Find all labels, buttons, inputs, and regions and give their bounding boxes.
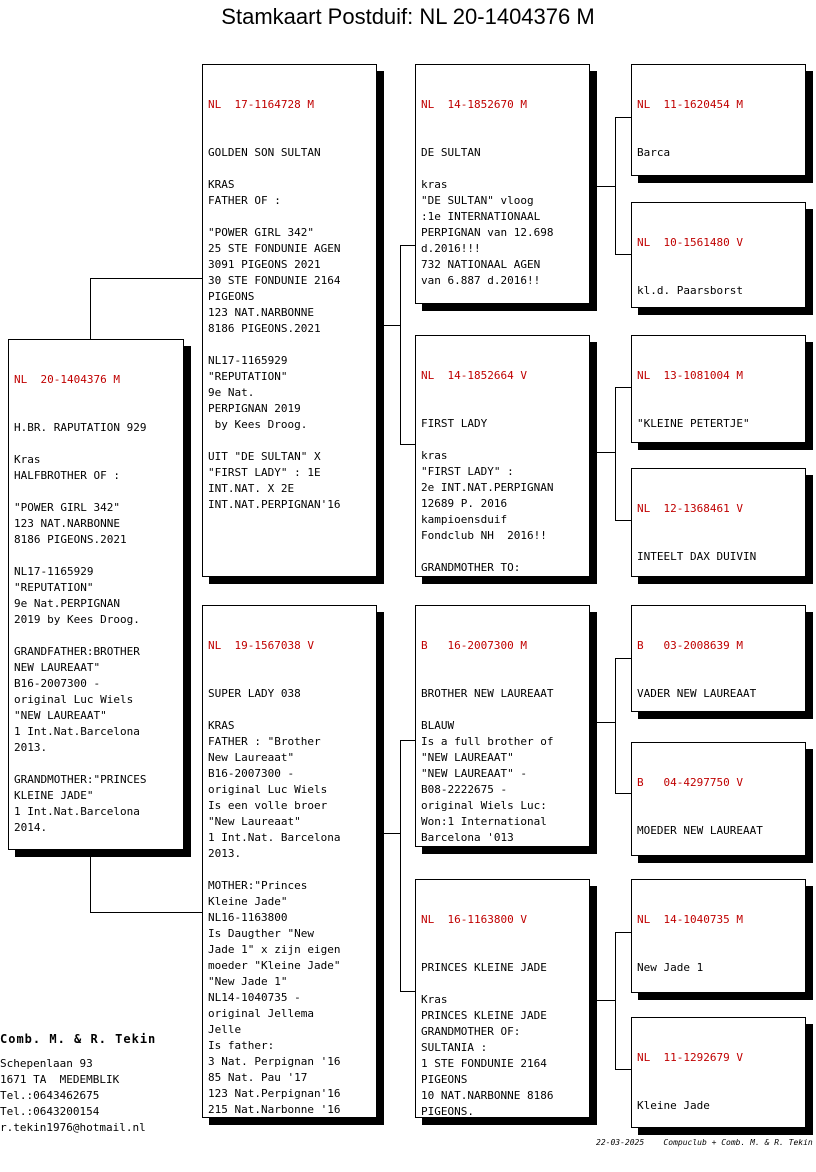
connector-line xyxy=(400,991,417,992)
ring-number: NL 14-1040735 M xyxy=(637,913,743,926)
pigeon-card-father: NL 17-1164728 M GOLDEN SON SULTAN KRAS F… xyxy=(202,64,377,577)
connector-line xyxy=(384,833,400,834)
pigeon-card-mmf: NL 14-1040735 M New Jade 1 Kraswitpen va… xyxy=(631,879,806,993)
connector-line xyxy=(384,325,400,326)
pigeon-card-fmm: NL 12-1368461 V INTEELT DAX DUIVIN KRAS … xyxy=(631,468,806,577)
owner-street: Schepenlaan 93 xyxy=(0,1057,93,1070)
connector-line xyxy=(90,850,91,912)
owner-info: Comb. M. & R. Tekin Schepenlaan 93 1671 … xyxy=(0,1031,156,1136)
connector-line xyxy=(615,793,633,794)
ring-number: NL 20-1404376 M xyxy=(14,373,120,386)
pigeon-details: VADER NEW LAUREAAT Vader NEW LAUREAAT :1… xyxy=(637,687,757,700)
pigeon-card-ffm: NL 10-1561480 V kl.d. Paarsborst donker … xyxy=(631,202,806,308)
pigeon-card-fmf: NL 13-1081004 M "KLEINE PETERTJE" KRAS F… xyxy=(631,335,806,443)
ring-number: B 04-4297750 V xyxy=(637,776,743,789)
pigeon-card-father-father: NL 14-1852670 M DE SULTAN kras "DE SULTA… xyxy=(415,64,590,304)
connector-line xyxy=(597,186,615,187)
page-title: Stamkaart Postduif: NL 20-1404376 M xyxy=(221,4,595,29)
ring-number: NL 16-1163800 V xyxy=(421,913,527,926)
pigeon-details: kl.d. Paarsborst donker Moeder "DE SULTA… xyxy=(637,284,743,297)
connector-line xyxy=(615,387,633,388)
owner-email: r.tekin1976@hotmail.nl xyxy=(0,1121,146,1134)
ring-number: NL 13-1081004 M xyxy=(637,369,743,382)
owner-name: Comb. M. & R. Tekin xyxy=(0,1032,157,1046)
ring-number: NL 14-1852670 M xyxy=(421,98,527,111)
connector-line xyxy=(615,932,633,933)
connector-line xyxy=(400,444,417,445)
connector-line xyxy=(400,245,401,445)
connector-line xyxy=(615,932,616,1070)
owner-phone-1: Tel.:0643462675 xyxy=(0,1089,100,1102)
connector-line xyxy=(597,1000,615,1001)
pigeon-card-mfm: B 04-4297750 V MOEDER NEW LAUREAAT BLAUW… xyxy=(631,742,806,856)
pigeon-details: INTEELT DAX DUIVIN KRAS MOEDER VAN: "FIR… xyxy=(637,550,757,563)
pigeon-card-mmm: NL 11-1292679 V Kleine Jade Kras 1e Int.… xyxy=(631,1017,806,1128)
pigeon-card-mother-father: B 16-2007300 M BROTHER NEW LAUREAAT BLAU… xyxy=(415,605,590,847)
ring-number: B 03-2008639 M xyxy=(637,639,743,652)
pigeon-details: H.BR. RAPUTATION 929 Kras HALFBROTHER OF… xyxy=(14,421,147,834)
pigeon-details: Barca Bont vliegt zelf: 228. nat Barc.54… xyxy=(637,146,671,159)
owner-city: 1671 TA MEDEMBLIK xyxy=(0,1073,120,1086)
connector-line xyxy=(615,658,633,659)
ring-number: NL 11-1620454 M xyxy=(637,98,743,111)
pigeon-details: GOLDEN SON SULTAN KRAS FATHER OF : "POWE… xyxy=(208,146,341,511)
ring-number: NL 10-1561480 V xyxy=(637,236,743,249)
connector-line xyxy=(615,254,633,255)
connector-line xyxy=(597,452,615,453)
pigeon-card-mother-mother: NL 16-1163800 V PRINCES KLEINE JADE Kras… xyxy=(415,879,590,1118)
pigeon-card-father-mother: NL 14-1852664 V FIRST LADY kras "FIRST L… xyxy=(415,335,590,577)
pigeon-details: "KLEINE PETERTJE" KRAS FATHER :"FIRST LA… xyxy=(637,417,750,430)
ring-number: NL 11-1292679 V xyxy=(637,1051,743,1064)
pigeon-card-mff: B 03-2008639 M VADER NEW LAUREAAT Vader … xyxy=(631,605,806,712)
pigeon-details: BROTHER NEW LAUREAAT BLAUW Is a full bro… xyxy=(421,687,554,844)
pigeon-details: SUPER LADY 038 KRAS FATHER : "Brother Ne… xyxy=(208,687,341,1116)
ring-number: B 16-2007300 M xyxy=(421,639,527,652)
pigeon-card-main: NL 20-1404376 M H.BR. RAPUTATION 929 Kra… xyxy=(8,339,184,850)
owner-phone-2: Tel.:0643200154 xyxy=(0,1105,100,1118)
connector-line xyxy=(615,658,616,794)
connector-line xyxy=(90,278,91,340)
ring-number: NL 12-1368461 V xyxy=(637,502,743,515)
pigeon-details: New Jade 1 Kraswitpen vader van: 3e Nat.… xyxy=(637,961,704,974)
print-footer: 22-03-2025 Compuclub + Comb. M. & R. Tek… xyxy=(596,1138,813,1147)
connector-line xyxy=(615,520,633,521)
pigeon-card-mother: NL 19-1567038 V SUPER LADY 038 KRAS FATH… xyxy=(202,605,377,1118)
ring-number: NL 14-1852664 V xyxy=(421,369,527,382)
connector-line xyxy=(400,740,401,992)
connector-line xyxy=(615,117,616,255)
connector-line xyxy=(90,912,204,913)
connector-line xyxy=(597,722,615,723)
pigeon-details: PRINCES KLEINE JADE Kras PRINCES KLEINE … xyxy=(421,961,554,1118)
pigeon-details: Kleine Jade Kras 1e Int. Barcelona'14 32… xyxy=(637,1099,710,1112)
ring-number: NL 17-1164728 M xyxy=(208,98,314,111)
pigeon-details: DE SULTAN kras "DE SULTAN" vloog :1e INT… xyxy=(421,146,554,287)
pigeon-card-fff: NL 11-1620454 M Barca Bont vliegt zelf: … xyxy=(631,64,806,176)
connector-line xyxy=(615,1069,633,1070)
connector-line xyxy=(90,278,204,279)
connector-line xyxy=(400,245,417,246)
connector-line xyxy=(400,740,417,741)
pigeon-details: FIRST LADY kras "FIRST LADY" : 2e INT.NA… xyxy=(421,417,554,574)
ring-number: NL 19-1567038 V xyxy=(208,639,314,652)
connector-line xyxy=(615,387,616,521)
pigeon-details: MOEDER NEW LAUREAAT BLAUWWITPEN Moeder N… xyxy=(637,824,763,837)
connector-line xyxy=(615,117,633,118)
